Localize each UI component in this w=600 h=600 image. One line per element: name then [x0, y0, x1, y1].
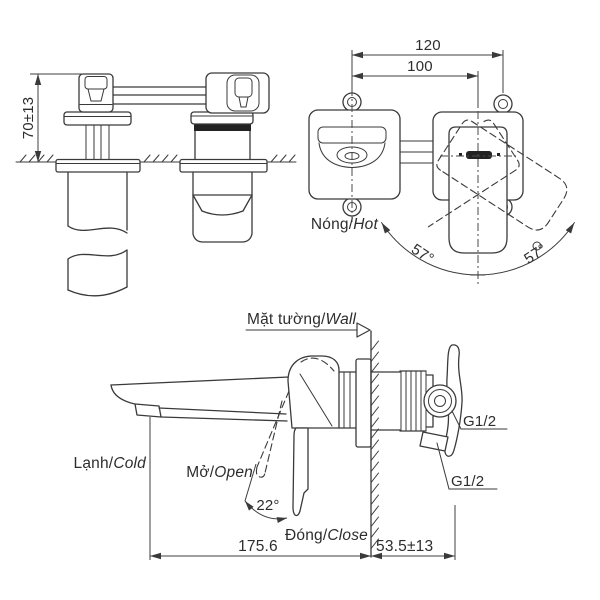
dim-120-label: 120	[415, 37, 441, 54]
oring-band	[194, 124, 251, 131]
angle-left-label: 57°	[408, 241, 437, 268]
arrowhead	[352, 51, 363, 59]
arrowhead	[34, 74, 42, 85]
cold-label: Lạnh/Cold	[74, 455, 148, 472]
dimension-120: 120	[351, 37, 504, 93]
wall-hatch	[19, 154, 296, 163]
arrowhead	[360, 552, 371, 560]
handle-dot-left	[459, 153, 462, 156]
wall-line-side-view	[370, 330, 379, 558]
wall-callout: Mặt tường/Wall	[245, 311, 371, 338]
valve-body-top-view	[192, 171, 253, 243]
spout-top-view	[78, 73, 114, 113]
spout-side	[110, 376, 290, 422]
arrowhead	[150, 552, 161, 560]
wall-label: Mặt tường/Wall	[247, 311, 357, 328]
lever-closed	[292, 427, 309, 517]
dim-70-label: 70±13	[20, 97, 37, 140]
dim-projection-label: 175.6	[238, 538, 278, 555]
swing-lug	[532, 241, 542, 251]
brand-mark	[466, 151, 492, 159]
arrowhead	[565, 222, 575, 234]
front-view: 57° 57° Nóng/Hot 120 100	[308, 37, 575, 284]
side-view: G1/2 G1/2 Mặt tường/Wall Lạnh/Cold Mở/Op…	[74, 311, 508, 560]
wall-plate-left	[55, 158, 141, 173]
wall-hatch	[371, 340, 379, 549]
open-angle-label: 22°	[256, 497, 279, 514]
supply-pipe	[67, 171, 128, 297]
arrowhead	[352, 72, 363, 80]
neck-rings	[338, 371, 358, 429]
close-label: Đóng/Close	[285, 527, 368, 544]
handle-dot-right	[497, 153, 500, 156]
hot-label: Nóng/Hot	[311, 216, 379, 233]
lower-port	[419, 431, 449, 452]
spout-stem	[85, 124, 110, 160]
arrowhead	[371, 552, 382, 560]
handle-flange	[190, 111, 254, 125]
dimension-100: 100	[352, 58, 479, 108]
dim-depth-label: 53.5±13	[376, 538, 433, 555]
arrowhead	[381, 222, 391, 234]
wall-line-top-view	[15, 154, 297, 163]
angle-right-label: 57°	[521, 241, 550, 268]
dim-100-label: 100	[407, 58, 433, 75]
arrowhead	[467, 72, 478, 80]
arrowhead	[34, 151, 42, 162]
thread-callout-bottom: G1/2	[436, 442, 498, 490]
spout-flange	[63, 111, 132, 126]
cartridge-ribs	[370, 370, 434, 432]
dimension-projection: 175.6	[149, 417, 371, 560]
lever-open-dashed	[255, 357, 335, 478]
handle-top-view	[205, 72, 270, 114]
mounting-plate-left	[308, 109, 401, 200]
dimension-70: 70±13	[20, 73, 82, 162]
handle-front	[448, 126, 508, 254]
mixer-body-side	[287, 355, 340, 429]
wall-plate-right	[179, 158, 268, 173]
spout-arm	[112, 86, 208, 105]
arrowhead	[492, 51, 503, 59]
thread-callout-top: G1/2	[451, 410, 508, 430]
arrowhead	[276, 517, 287, 523]
escutcheon	[355, 358, 372, 448]
port-circle	[423, 384, 457, 418]
inwall-pipes	[399, 140, 434, 164]
open-angle-dimension: 22°	[244, 463, 288, 523]
wall-arrow	[356, 322, 371, 338]
arrowhead	[444, 552, 455, 560]
handle-swing-left-dashed	[436, 119, 568, 231]
thread-bottom-label: G1/2	[451, 473, 484, 490]
open-label: Mở/Open	[186, 464, 253, 481]
thread-top-label: G1/2	[463, 413, 496, 430]
handle-swing-right-dashed	[427, 119, 520, 228]
dimension-wall-depth: 53.5±13	[371, 505, 456, 560]
top-view: 70±13	[15, 72, 297, 297]
arrowhead	[245, 501, 254, 511]
